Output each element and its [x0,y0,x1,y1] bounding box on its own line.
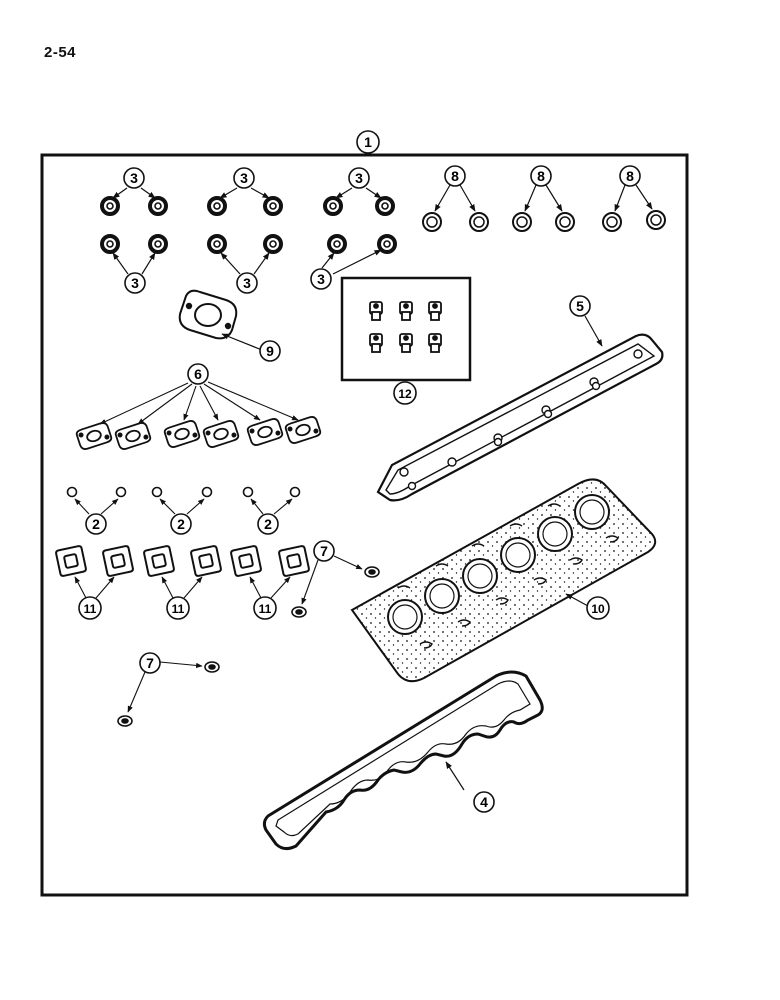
svg-text:11: 11 [84,602,97,616]
callout-7: 7 7 [139,540,335,674]
callout-12: 12 [393,381,417,405]
svg-text:3: 3 [240,170,248,186]
svg-text:2: 2 [177,516,185,532]
svg-text:11: 11 [172,602,185,616]
svg-text:1: 1 [364,134,372,150]
svg-text:3: 3 [317,271,325,287]
callout-10: 10 [586,596,610,620]
callout-6: 6 [187,363,209,385]
sealing-washers-7 [117,555,380,727]
callout-11: 11 11 11 [78,596,277,620]
o-rings-2 [66,486,301,515]
callout-5: 5 [569,295,591,317]
svg-text:4: 4 [480,794,488,810]
svg-text:3: 3 [243,275,251,291]
rings-8 [422,184,666,232]
port-gaskets-11 [55,545,310,599]
svg-text:3: 3 [131,275,139,291]
callout-kit: 1 [356,130,380,154]
head-gasket-10 [350,478,657,683]
callout-8: 8 8 8 [444,165,641,187]
gasket-9 [178,289,263,351]
exhaust-gaskets-6 [75,381,322,450]
svg-text:12: 12 [398,387,412,401]
svg-text:7: 7 [320,543,328,559]
manifold-gasket-5 [376,315,664,502]
valve-stem-seals-12 [340,276,472,382]
callout-3: 3 3 3 3 3 3 [123,167,370,294]
kit-frame [40,153,689,897]
svg-text:8: 8 [451,168,459,184]
svg-text:3: 3 [130,170,138,186]
valve-cover-gasket-4 [262,670,544,851]
callout-4: 4 [473,791,495,813]
svg-text:6: 6 [194,366,202,382]
svg-text:8: 8 [626,168,634,184]
svg-text:10: 10 [591,602,605,616]
svg-text:11: 11 [259,602,272,616]
callout-9: 9 [259,340,281,362]
svg-text:8: 8 [537,168,545,184]
page-number: 2-54 [44,44,77,61]
svg-text:9: 9 [266,343,274,359]
svg-text:5: 5 [576,298,584,314]
svg-text:2: 2 [264,516,272,532]
svg-text:2: 2 [92,516,100,532]
svg-text:3: 3 [355,170,363,186]
svg-text:7: 7 [146,655,154,671]
valve-seals-3 [100,187,397,275]
callout-2: 2 2 2 [85,513,279,535]
